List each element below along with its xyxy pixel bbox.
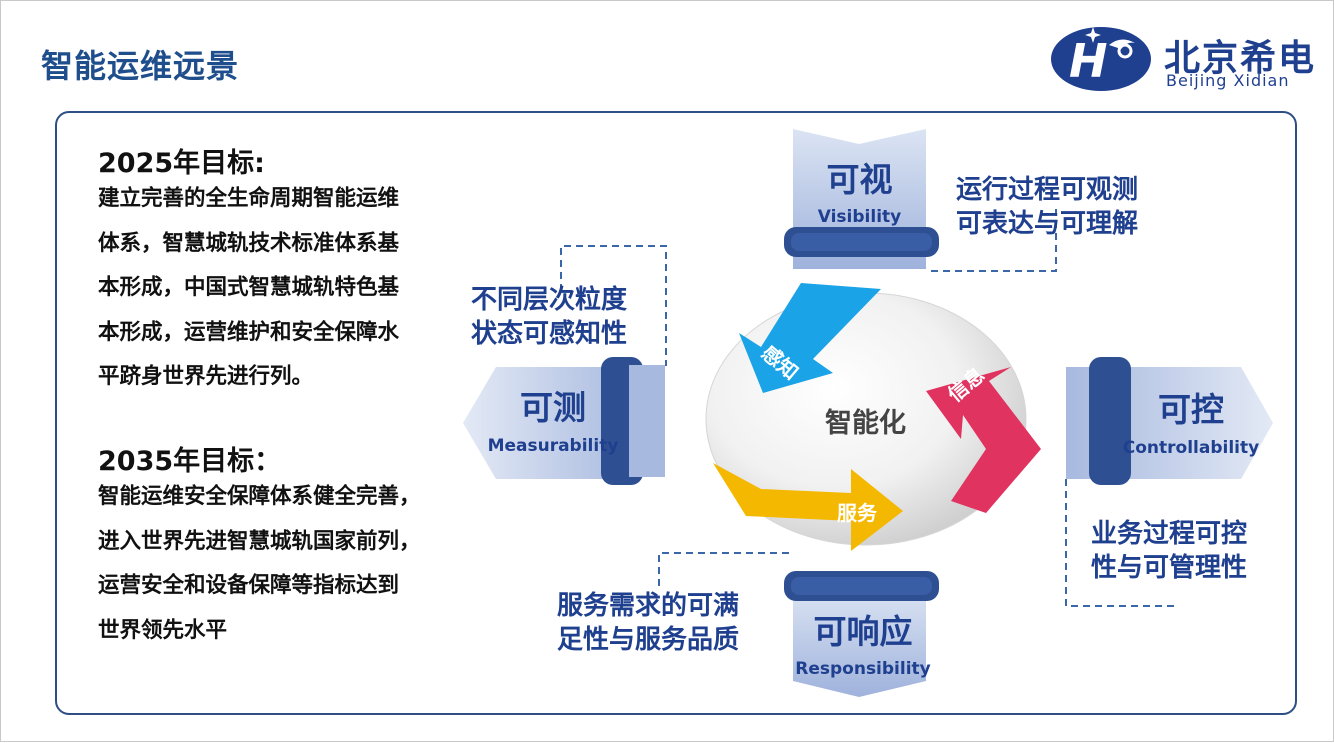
company-logo: H 北京希电 Beijing Xidian: [1049, 19, 1314, 95]
responsibility-description: 服务需求的可满 足性与服务品质: [557, 589, 739, 657]
controllability-description-line: 性与可管理性: [1091, 553, 1248, 583]
controllability-card: [1066, 357, 1273, 485]
page-title: 智能运维远景: [41, 47, 240, 85]
goal-2025-line: 建立完善的全生命周期智能运维: [98, 186, 400, 211]
visibility-card: [784, 129, 939, 269]
goal-2035-line: 世界领先水平: [98, 617, 228, 643]
responsibility-card-subtitle: Responsibility: [795, 659, 931, 679]
visibility-description: 运行过程可观测 可表达与可理解: [956, 173, 1138, 241]
measurability-card-title: 可测: [520, 388, 586, 427]
measurability-card-subtitle: Measurability: [487, 436, 619, 456]
controllability-description-line: 业务过程可控: [1091, 519, 1248, 549]
svg-text:H: H: [1069, 34, 1108, 88]
connector-visible: [931, 206, 1057, 272]
goal-2025-line: 体系，智慧城轨技术标准体系基: [98, 230, 400, 256]
goal-2035-line: 进入世界先进智慧城轨国家前列，: [98, 528, 421, 554]
responsibility-description-line: 服务需求的可满: [557, 591, 740, 621]
logo-name-cn: 北京希电: [1164, 38, 1317, 79]
goal-2025-line: 本形成，中国式智慧城轨特色基: [98, 275, 400, 300]
visibility-card-subtitle: Visibility: [817, 207, 902, 227]
logo-emblem-icon: H: [1051, 27, 1151, 91]
service-arrow-label: 服务: [837, 501, 877, 525]
goal-2025-line: 平跻身世界先进行列。: [98, 364, 314, 389]
controllability-card-title: 可控: [1158, 390, 1224, 429]
goal-2025-line: 本形成，运营维护和安全保障水: [98, 319, 400, 345]
connector-respond: [658, 552, 791, 586]
responsibility-card: [784, 571, 939, 697]
visibility-description-line: 运行过程可观测: [956, 175, 1139, 205]
measurability-description-line: 状态可感知性: [471, 319, 628, 349]
perceive-arrow: [739, 283, 881, 393]
center-label: 智能化: [825, 408, 906, 439]
measurability-card: [463, 357, 665, 485]
goal-2035-heading: 2035年目标：: [98, 446, 282, 477]
goal-2035-line: 智能运维安全保障体系健全完善，: [98, 484, 421, 509]
goal-2035-text: 智能运维安全保障体系健全完善， 进入世界先进智慧城轨国家前列， 运营安全和设备保…: [98, 475, 468, 653]
measurability-description-line: 不同层次粒度: [471, 285, 628, 315]
goal-2035-line: 运营安全和设备保障等指标达到: [98, 573, 400, 598]
controllability-description: 业务过程可控 性与可管理性: [1091, 517, 1247, 585]
goal-2025-heading: 2025年目标:: [98, 148, 265, 179]
info-arrow: [926, 367, 1041, 513]
service-arrow: [713, 463, 903, 551]
controllability-card-subtitle: Controllability: [1122, 438, 1260, 458]
visibility-card-title: 可视: [826, 160, 893, 199]
connector-control: [1065, 479, 1176, 607]
logo-name-en: Beijing Xidian: [1166, 71, 1290, 90]
responsibility-description-line: 足性与服务品质: [557, 625, 740, 655]
responsibility-card-title: 可响应: [813, 612, 913, 651]
measurability-description: 不同层次粒度 状态可感知性: [471, 283, 627, 351]
connector-measure: [560, 245, 667, 366]
visibility-description-line: 可表达与可理解: [956, 209, 1139, 239]
goal-2025-text: 建立完善的全生命周期智能运维 体系，智慧城轨技术标准体系基 本形成，中国式智慧城…: [98, 177, 468, 400]
